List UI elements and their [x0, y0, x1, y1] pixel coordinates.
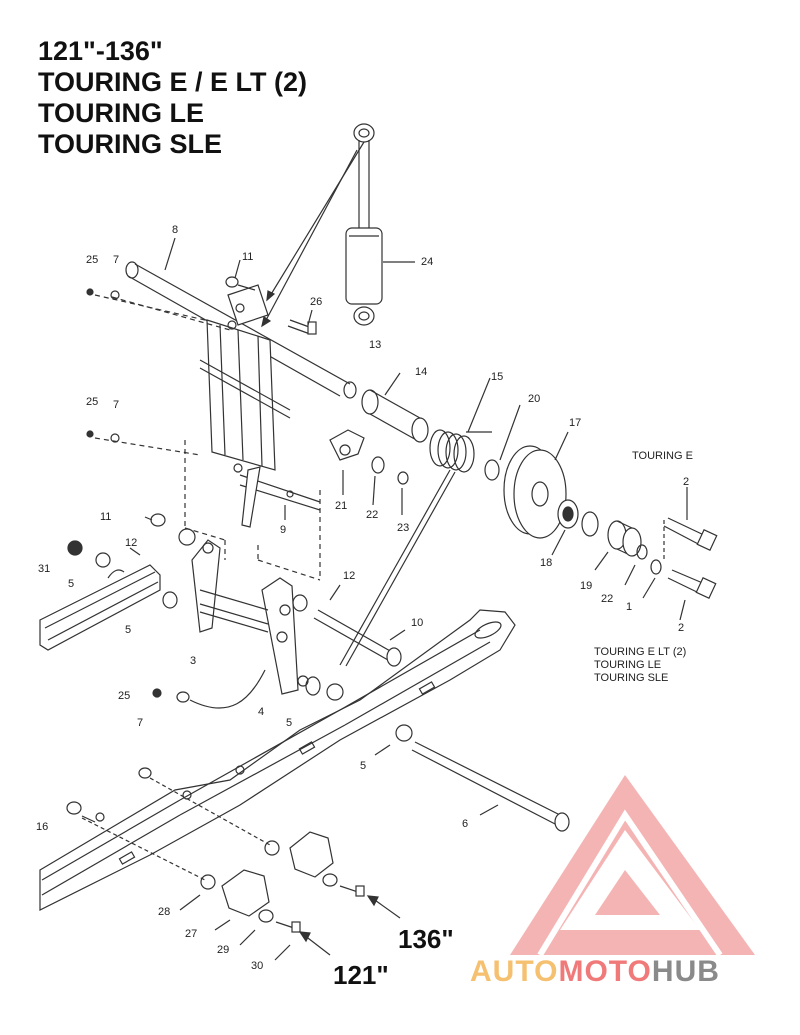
watermark-hub: HUB: [651, 955, 720, 988]
spacer-tube: [361, 372, 429, 443]
part-label: 5: [125, 624, 132, 636]
part-label: 30: [251, 960, 264, 972]
watermark-logo-icon: [510, 775, 755, 957]
washer-20: [484, 459, 500, 481]
size-marker-136: 136": [398, 924, 454, 954]
part-label: 20: [528, 393, 541, 405]
part-label: 9: [280, 524, 287, 536]
part-label: 25: [86, 396, 99, 408]
part-label: 1: [626, 601, 633, 613]
part-label: 22: [366, 509, 379, 521]
part-label: 10: [411, 617, 424, 629]
part-label: 5: [286, 717, 293, 729]
part-label: 29: [217, 944, 230, 956]
model-note-group-line: TOURING LE: [594, 659, 662, 671]
watermark-text: AUTOMOTOHUB: [470, 955, 720, 989]
part-label: 11: [100, 511, 112, 523]
part-label: 25: [86, 254, 99, 266]
part-label: 14: [415, 366, 428, 378]
model-note-group-line: TOURING E LT (2): [594, 646, 687, 658]
part-label: 26: [310, 296, 323, 308]
main-slide-rail: [39, 609, 516, 911]
part-label: 6: [462, 818, 469, 830]
title-line-touring-le: TOURING LE: [38, 98, 205, 128]
part-label: 7: [113, 254, 120, 266]
part-label: 2: [678, 622, 685, 634]
front-arm: [199, 284, 291, 473]
part-label: 7: [137, 717, 144, 729]
part-label: 12: [125, 537, 138, 549]
part-label: 31: [38, 563, 51, 575]
part-label: 3: [190, 655, 197, 667]
title-line-touring-sle: TOURING SLE: [38, 129, 223, 159]
part-label: 21: [335, 500, 348, 512]
bolt-group: [667, 569, 717, 621]
bracket-136: [264, 831, 401, 919]
model-note-touring-e: TOURING E: [632, 450, 693, 462]
left-slide-rail: [39, 564, 161, 651]
part-label: 28: [158, 906, 171, 918]
part-label: 17: [569, 417, 582, 429]
part-label: 19: [580, 580, 593, 592]
rear-arm: [191, 539, 321, 696]
watermark-moto: MOTO: [558, 955, 652, 988]
idler-wheel: [503, 431, 569, 539]
part-label: 15: [491, 371, 504, 383]
part-label: 5: [360, 760, 367, 772]
part-label: 18: [540, 557, 553, 569]
part-label: 25: [118, 690, 131, 702]
part-label: 11: [242, 251, 254, 263]
watermark-auto: AUTO: [470, 955, 559, 988]
part-label: 24: [421, 256, 434, 268]
part-label: 5: [68, 578, 75, 590]
bracket-121: [179, 869, 331, 961]
part-label: 12: [343, 570, 356, 582]
part-label: 13: [369, 339, 382, 351]
size-marker-121: 121": [333, 960, 389, 990]
bearing: [551, 499, 579, 556]
part-label: 2: [683, 476, 690, 488]
bolt-touring-e: [663, 487, 718, 552]
lower-arm-rod: [239, 466, 321, 528]
part-label: 7: [113, 399, 120, 411]
part-label: 4: [258, 706, 265, 718]
part-label: 16: [36, 821, 49, 833]
model-note-group-line: TOURING SLE: [594, 672, 669, 684]
title-line-sizes: 121"-136": [38, 36, 163, 66]
part-label: 27: [185, 928, 198, 940]
part-label: 23: [397, 522, 410, 534]
title-line-touring-e: TOURING E / E LT (2): [38, 67, 308, 97]
part-label: 22: [601, 593, 614, 605]
part-label: 8: [172, 224, 179, 236]
